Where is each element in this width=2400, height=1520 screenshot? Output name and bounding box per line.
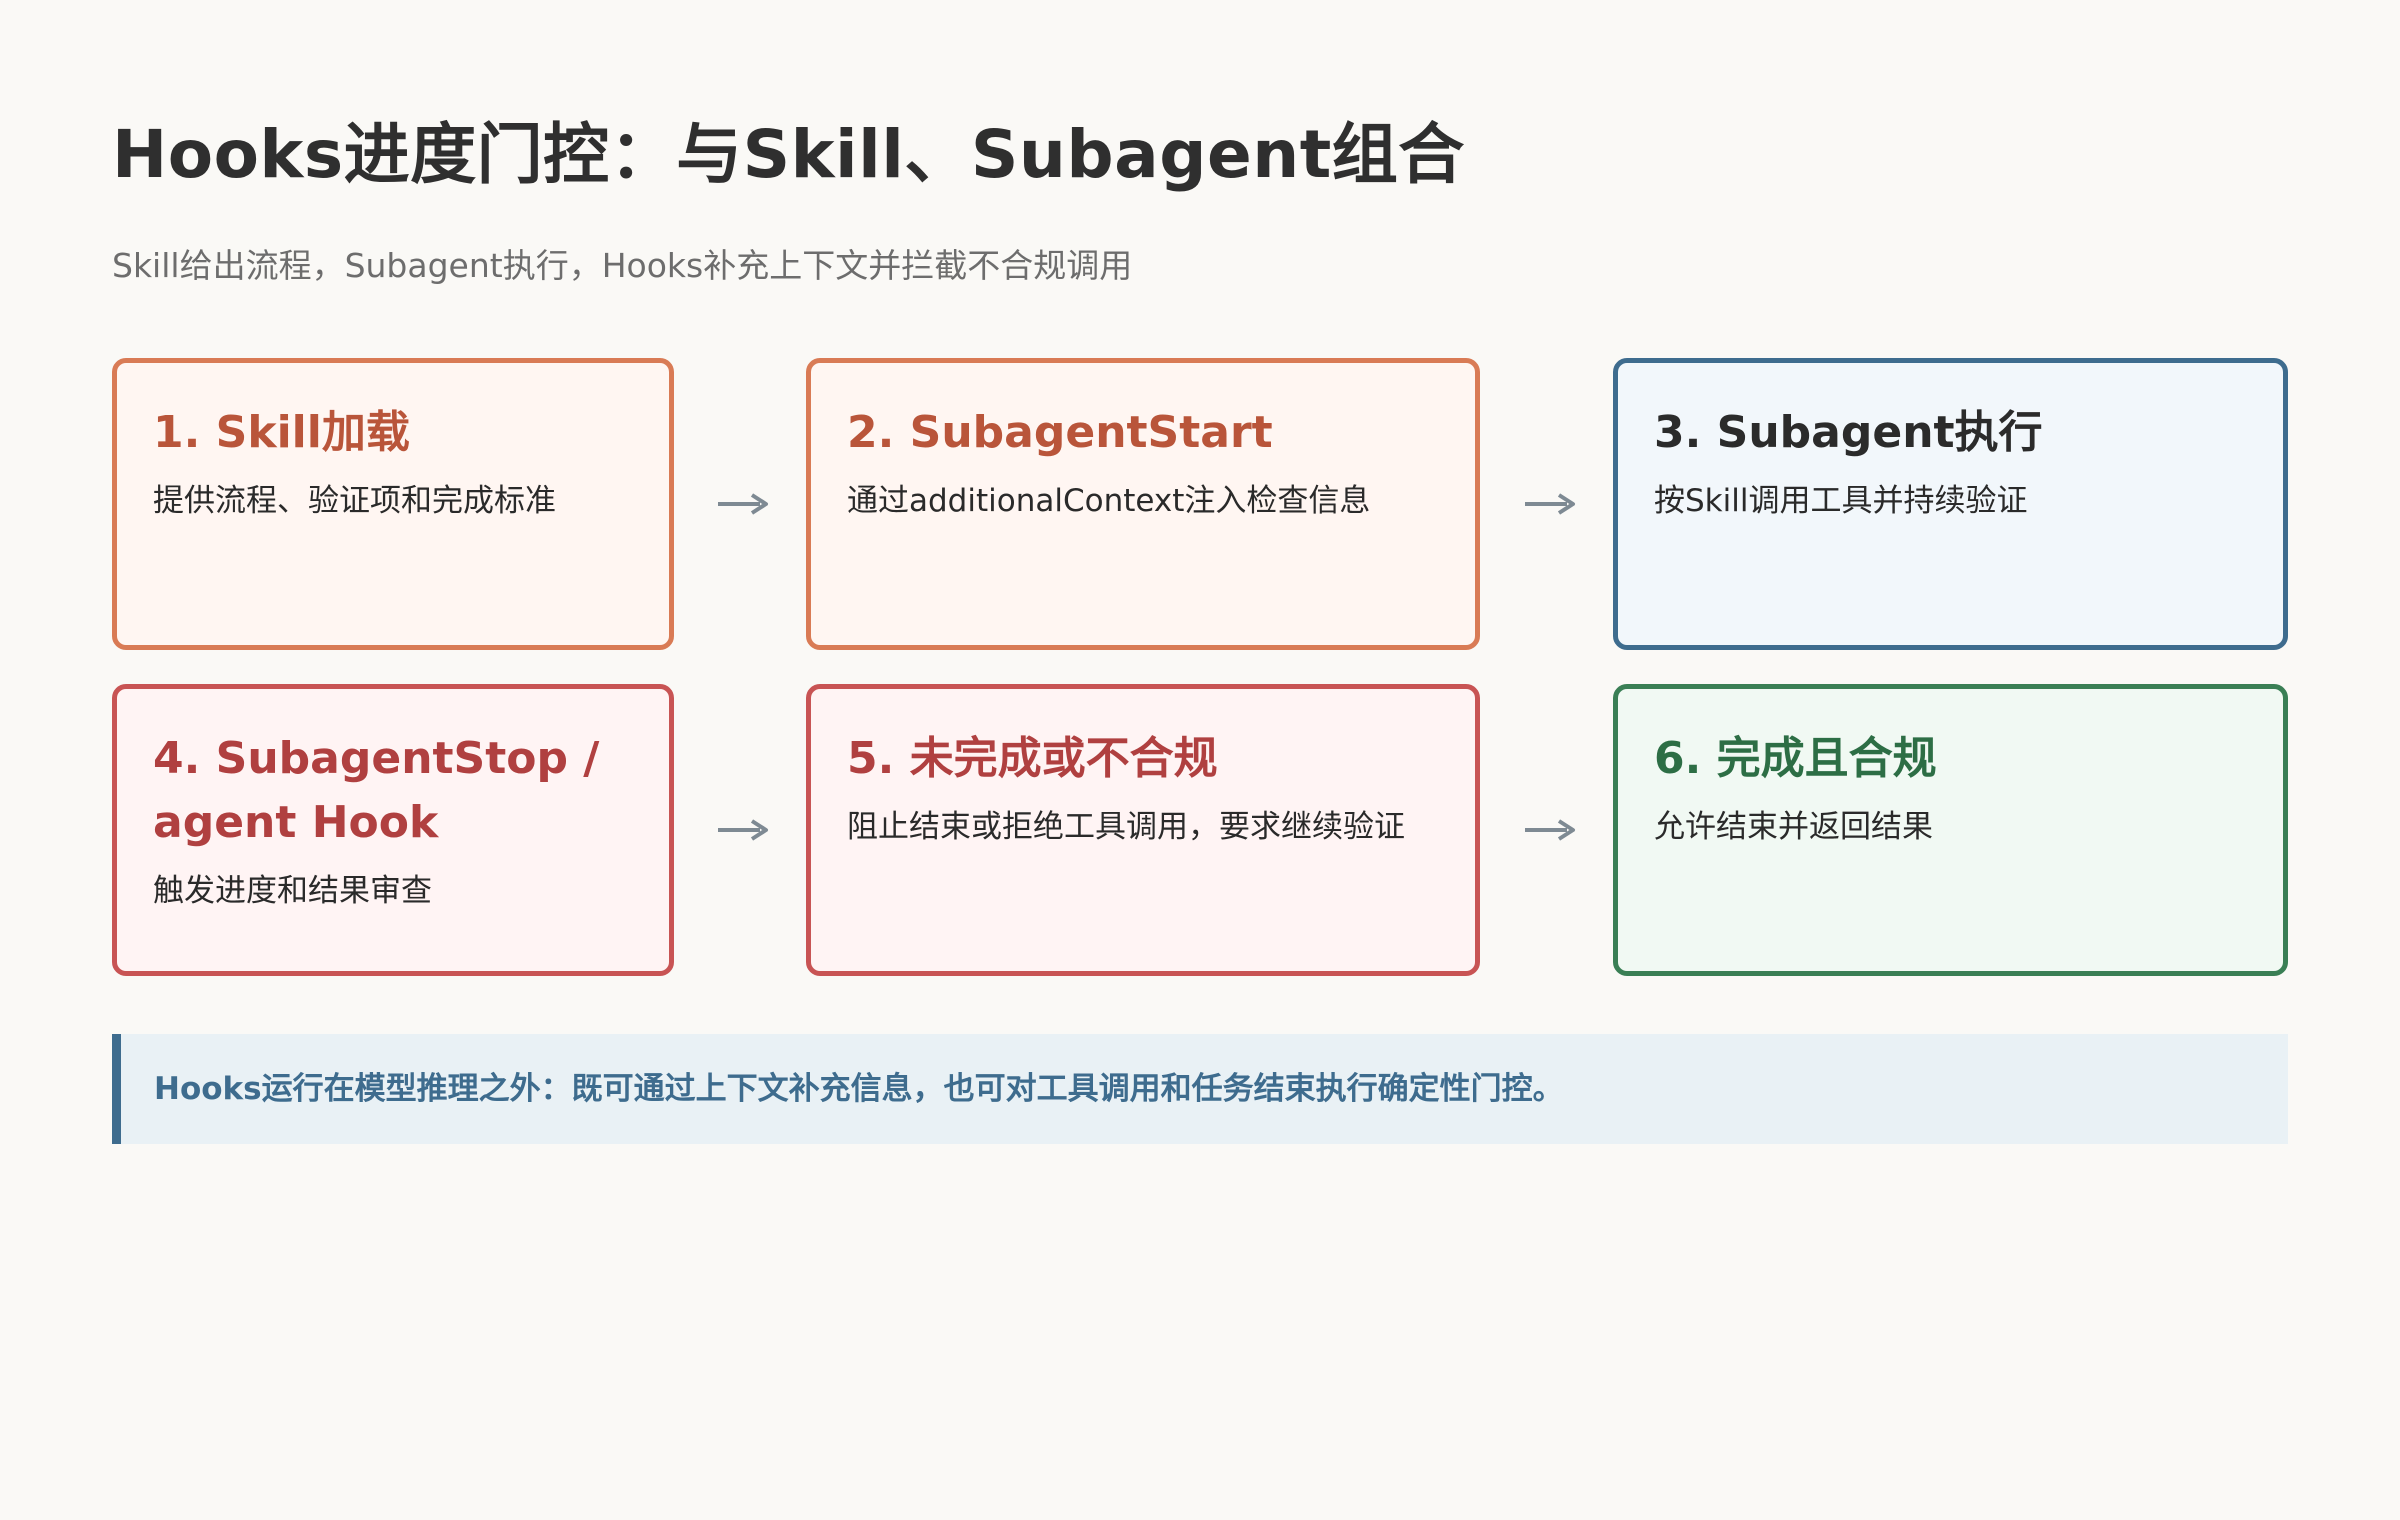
step-title: 5. 未完成或不合规 (847, 733, 1218, 784)
page-title: Hooks进度门控：与Skill、Subagent组合 (112, 116, 1465, 193)
arrow-right-icon (716, 489, 770, 519)
page: Hooks进度门控：与Skill、Subagent组合 Skill给出流程，Su… (112, 110, 2288, 1144)
step-description: 按Skill调用工具并持续验证 (1654, 483, 2028, 519)
info-callout: Hooks运行在模型推理之外：既可通过上下文补充信息，也可对工具调用和任务结束执… (112, 1034, 2288, 1144)
step-title: 6. 完成且合规 (1654, 733, 1937, 784)
step-description: 触发进度和结果审查 (153, 873, 432, 909)
arrow-right-icon (716, 815, 770, 845)
step-description: 阻止结束或拒绝工具调用，要求继续验证 (847, 809, 1405, 845)
step-description: 提供流程、验证项和完成标准 (153, 483, 556, 519)
step-title: 2. SubagentStart (847, 407, 1273, 458)
step-description: 允许结束并返回结果 (1654, 809, 1933, 845)
step-title: 4. SubagentStop / agent Hook (153, 733, 600, 848)
step-card-skill-load: 1. Skill加载 提供流程、验证项和完成标准 (112, 358, 674, 650)
callout-text: Hooks运行在模型推理之外：既可通过上下文补充信息，也可对工具调用和任务结束执… (154, 1071, 1564, 1107)
arrow-right-icon (1523, 815, 1577, 845)
step-card-not-compliant: 5. 未完成或不合规 阻止结束或拒绝工具调用，要求继续验证 (806, 684, 1480, 976)
step-card-subagent-stop: 4. SubagentStop / agent Hook 触发进度和结果审查 (112, 684, 674, 976)
step-title: 3. Subagent执行 (1654, 407, 2043, 458)
arrow-right-icon (1523, 489, 1577, 519)
step-card-subagent-start: 2. SubagentStart 通过additionalContext注入检查… (806, 358, 1480, 650)
step-card-compliant: 6. 完成且合规 允许结束并返回结果 (1613, 684, 2288, 976)
flow-diagram: 1. Skill加载 提供流程、验证项和完成标准 2. SubagentStar… (112, 358, 2288, 978)
step-description: 通过additionalContext注入检查信息 (847, 483, 1371, 519)
page-subtitle: Skill给出流程，Subagent执行，Hooks补充上下文并拦截不合规调用 (112, 246, 1133, 285)
step-card-subagent-exec: 3. Subagent执行 按Skill调用工具并持续验证 (1613, 358, 2288, 650)
step-title: 1. Skill加载 (153, 407, 410, 458)
